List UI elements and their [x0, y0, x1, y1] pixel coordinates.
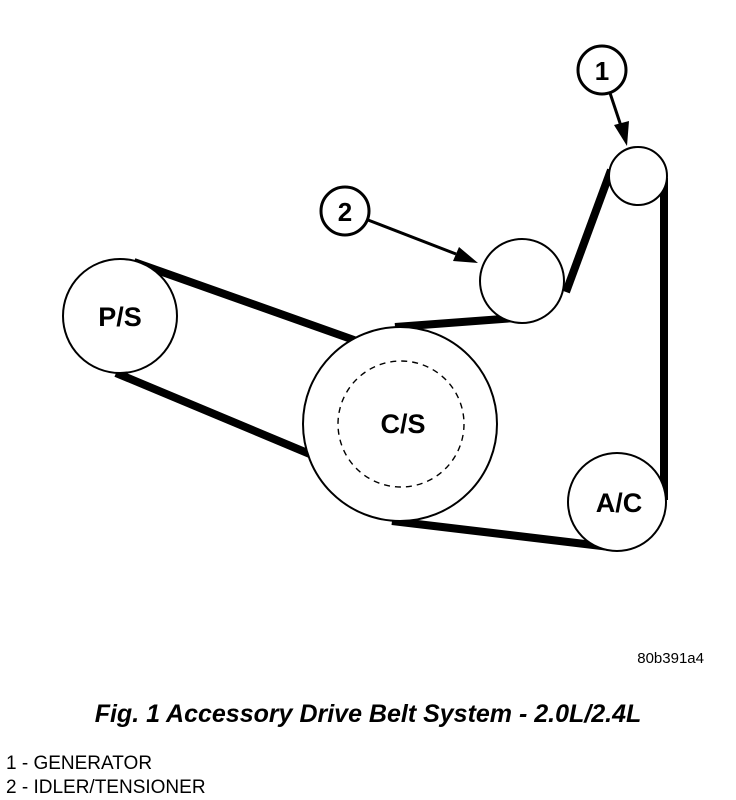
pulley-air-conditioning-circle — [567, 452, 667, 552]
pulley-power-steering-circle — [62, 258, 178, 374]
legend-item: 2 - IDLER/TENSIONER — [6, 777, 206, 798]
figure-caption: Fig. 1 Accessory Drive Belt System - 2.0… — [94, 700, 642, 728]
callout-2-number: 2 — [338, 197, 352, 227]
pulley-air-conditioning: A/C — [567, 452, 667, 552]
callout-1-arrowhead — [614, 121, 629, 146]
pulley-idler-tensioner — [479, 238, 565, 324]
legend-item: 1 - GENERATOR — [6, 753, 153, 774]
pulley-idler-circle — [479, 238, 565, 324]
pulley-label-cs: C/S — [380, 409, 425, 439]
callout-2: 2 — [319, 185, 478, 263]
callout-1-number: 1 — [595, 56, 609, 86]
pulley-crankshaft-circle — [302, 326, 498, 522]
pulley-crankshaft: C/S — [302, 326, 498, 522]
figure-code: 80b391a4 — [637, 650, 704, 667]
callout-1: 1 — [576, 44, 629, 146]
pulley-label-ps: P/S — [98, 302, 142, 332]
pulley-label-ac: A/C — [596, 488, 643, 518]
pulley-generator — [608, 146, 668, 206]
crankshaft-hub-dashed — [337, 360, 465, 488]
callout-1-leader — [608, 92, 623, 127]
callout-2-leader — [367, 218, 457, 256]
legend-list: 1 - GENERATOR 2 - IDLER/TENSIONER — [6, 752, 206, 800]
callout-1-circle — [576, 44, 628, 96]
callout-2-circle — [319, 185, 371, 237]
callout-2-arrowhead — [453, 247, 478, 263]
belt-segment-idler-generator — [562, 168, 615, 294]
belt-segment-cs-ac — [391, 517, 611, 551]
pulley-generator-circle — [608, 146, 668, 206]
belt-segment-cs-idler — [394, 314, 516, 331]
pulley-power-steering: P/S — [62, 258, 178, 374]
